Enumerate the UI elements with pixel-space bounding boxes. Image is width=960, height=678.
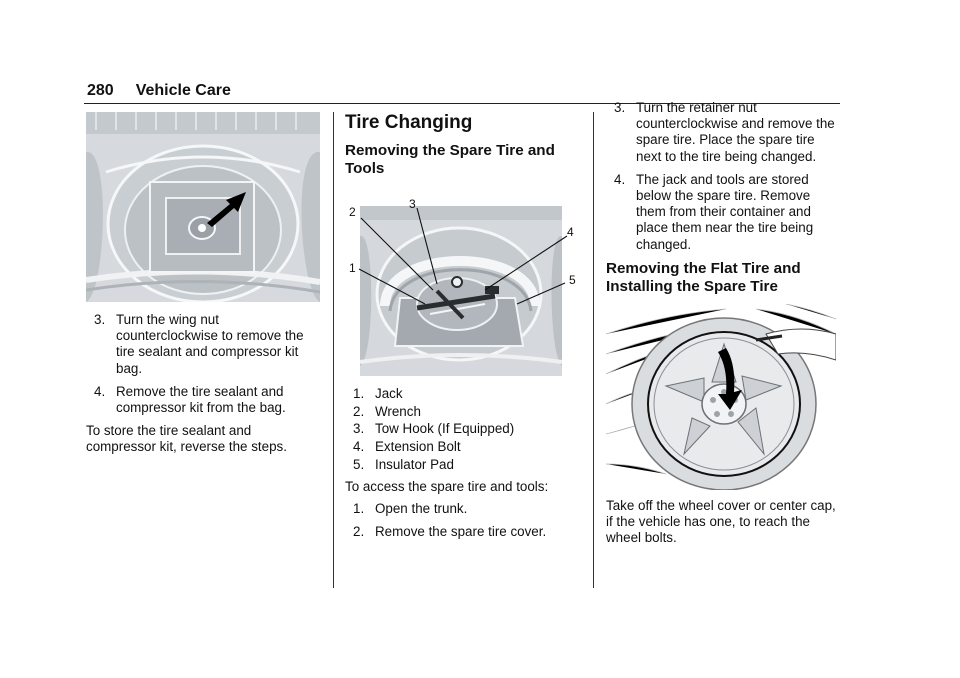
header-rule — [84, 103, 840, 104]
list-item: 4.Extension Bolt — [353, 439, 461, 455]
callout-2: 2 — [349, 205, 356, 219]
list-item: 1.Open the trunk. — [353, 500, 468, 516]
list-item: 2.Remove the spare tire cover. — [353, 523, 547, 539]
callout-3: 3 — [409, 197, 416, 211]
column-1: 3.Turn the wing nut counterclockwise to … — [86, 112, 322, 462]
list-item: 4.Remove the tire sealant and compressor… — [94, 383, 286, 416]
access-steps: 1.Open the trunk. 2.Remove the spare tir… — [345, 501, 577, 540]
column-divider-2 — [593, 112, 594, 588]
subsection-title: Removing the Flat Tire and Installing th… — [606, 259, 801, 295]
store-kit-paragraph: To store the tire sealant and compressor… — [86, 423, 287, 455]
list-item: 3.Tow Hook (If Equipped) — [353, 421, 515, 437]
wheel-cover-paragraph: Take off the wheel cover or center cap, … — [606, 497, 836, 546]
callout-4: 4 — [567, 225, 574, 239]
callout-5: 5 — [569, 273, 576, 287]
list-item: 3.Turn the wing nut counterclockwise to … — [94, 312, 304, 376]
callout-1: 1 — [349, 261, 356, 275]
list-item: 3.Turn the retainer nut counterclockwise… — [614, 100, 835, 164]
list-item: 4.The jack and tools are stored below th… — [614, 171, 814, 252]
access-intro: To access the spare tire and tools: — [345, 478, 549, 494]
list-item: 1.Jack — [353, 386, 403, 401]
list-item: 5.Insulator Pad — [353, 456, 454, 472]
page-number: 280 — [87, 82, 114, 99]
spare-removal-steps: 3.Turn the retainer nut counterclockwise… — [606, 100, 840, 253]
page-header: 280 Vehicle Care — [87, 82, 231, 100]
column-2: Tire Changing Removing the Spare Tire an… — [345, 112, 577, 547]
spare-tire-tools-illustration: 1 2 3 4 5 — [349, 197, 576, 376]
subsection-title: Removing the Spare Tire and Tools — [345, 142, 555, 177]
wheel-cover-illustration — [606, 303, 836, 490]
column-divider-1 — [333, 112, 334, 588]
kit-removal-steps: 3.Turn the wing nut counterclockwise to … — [86, 312, 322, 416]
sealant-kit-illustration — [86, 112, 320, 302]
page-title: Vehicle Care — [135, 82, 231, 99]
column-3: 3.Turn the retainer nut counterclockwise… — [606, 100, 840, 552]
list-item: 2.Wrench — [353, 403, 421, 419]
section-title: Tire Changing — [345, 112, 473, 133]
tools-legend: 1.Jack 2.Wrench 3.Tow Hook (If Equipped)… — [345, 386, 577, 473]
